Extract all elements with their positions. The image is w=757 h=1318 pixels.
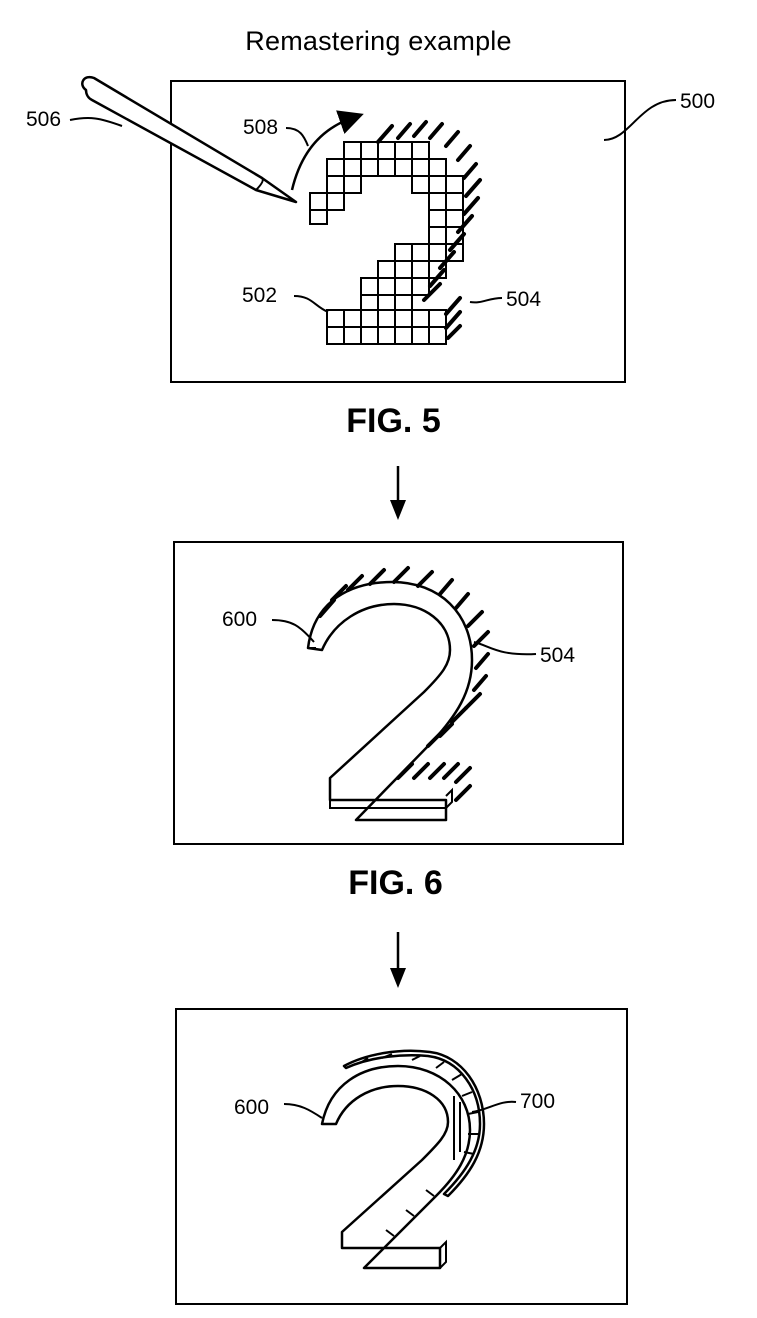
ref-500: 500 (680, 90, 715, 113)
pixel-cell (411, 309, 430, 328)
pixel-cell (411, 260, 430, 279)
pixel-cell (394, 277, 413, 296)
pixel-cell (326, 175, 345, 194)
glyph-depth-fig6 (308, 647, 453, 809)
page-title: Remastering example (245, 26, 512, 56)
ref-700: 700 (520, 1090, 555, 1113)
pixel-cell (428, 226, 447, 245)
pixel-cell (326, 158, 345, 177)
extrusion-segments-fig7 (322, 1053, 480, 1269)
pixel-cell (428, 309, 447, 328)
ref-600-fig6: 600 (222, 608, 257, 631)
pixel-cell (445, 192, 464, 211)
pixel-cell (343, 141, 362, 160)
pixel-cell (360, 277, 379, 296)
fig6-label: FIG. 6 (348, 864, 443, 902)
pixel-cell (411, 326, 430, 345)
pixel-cell (428, 175, 447, 194)
pixel-cell (309, 192, 328, 211)
pixel-cell (343, 309, 362, 328)
pixel-cell (377, 260, 396, 279)
pixel-cell (411, 277, 430, 296)
pixel-cell (343, 326, 362, 345)
pixel-cell (360, 309, 379, 328)
ref-600-fig7: 600 (234, 1096, 269, 1119)
ref-502: 502 (242, 284, 277, 307)
pixel-cell (377, 277, 396, 296)
leaders-fig7 (283, 1100, 517, 1119)
fig5-label: FIG. 5 (346, 402, 441, 440)
pixel-cell (377, 326, 396, 345)
pixel-cell (326, 192, 345, 211)
pixel-cell (377, 158, 396, 177)
pixel-cell (377, 141, 396, 160)
smooth-glyph-fig6 (306, 580, 474, 822)
pixel-cell (377, 309, 396, 328)
stylus-icon (81, 75, 298, 204)
pixel-cell (394, 326, 413, 345)
extruded-glyph-fig7 (320, 1049, 486, 1270)
hatch-lines-fig6 (318, 566, 490, 802)
pixel-cell (394, 309, 413, 328)
gesture-arrow (290, 110, 364, 191)
pixel-cell (343, 158, 362, 177)
leaders-fig5 (69, 99, 677, 313)
pixel-cell (326, 309, 345, 328)
down-arrow-1 (390, 466, 406, 520)
hatch-lines-fig5 (376, 120, 482, 340)
pixel-cell (428, 158, 447, 177)
pixel-cell (411, 141, 430, 160)
pixel-cell (326, 326, 345, 345)
ref-508: 508 (243, 116, 278, 139)
ref-504-fig5: 504 (506, 288, 541, 311)
pixel-cell (411, 158, 430, 177)
pixel-cell (428, 209, 447, 228)
pixel-cell (360, 158, 379, 177)
pixel-cell (445, 209, 464, 228)
pixel-cell (394, 141, 413, 160)
ref-504-fig6: 504 (540, 644, 575, 667)
pixel-cell (428, 192, 447, 211)
pixel-cell (411, 243, 430, 262)
pixel-cell (428, 326, 447, 345)
pixel-cell (411, 175, 430, 194)
pixel-cell (394, 243, 413, 262)
pixel-cell (360, 141, 379, 160)
pixel-cell (394, 158, 413, 177)
down-arrow-2 (390, 932, 406, 988)
pixel-cell (343, 175, 362, 194)
pixel-cell (428, 243, 447, 262)
pixel-cell (394, 260, 413, 279)
pixel-cell (445, 175, 464, 194)
pixel-strokes (309, 141, 464, 345)
ref-506: 506 (26, 108, 61, 131)
leaders-fig6 (271, 619, 537, 656)
pixel-cell (360, 326, 379, 345)
